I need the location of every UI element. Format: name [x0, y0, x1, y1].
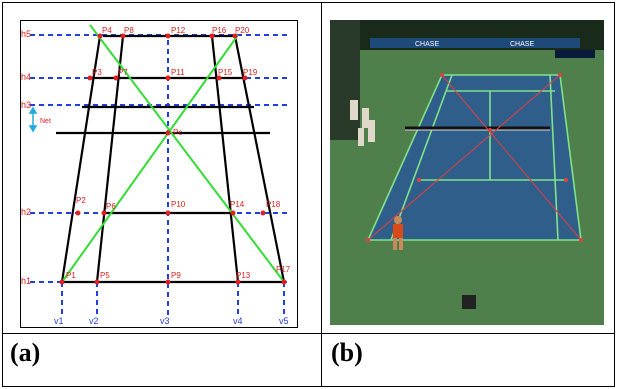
officials: [350, 100, 375, 146]
label-h3: h3: [21, 100, 31, 110]
point-markers: [59, 33, 287, 285]
left-doubles-sideline: [60, 35, 102, 283]
label-v2: v2: [89, 316, 99, 326]
label-v4: v4: [233, 316, 243, 326]
label-p19: P19: [243, 68, 258, 77]
label-p13: P13: [236, 271, 251, 280]
label-pc: Pc: [173, 128, 182, 137]
court-surface: [368, 75, 581, 240]
projected-points: [366, 73, 583, 242]
banner-text-1: CHASE: [415, 41, 439, 48]
label-p11: P11: [171, 68, 185, 77]
caption-a: (a): [10, 338, 41, 367]
point-labels: P1 P2 P3 P4 P5 P6 P7 P8 P9 P10 P11 P12 P…: [66, 26, 291, 280]
label-h5: h5: [21, 29, 31, 39]
vertical-guides: [61, 40, 285, 315]
label-p16: P16: [212, 26, 227, 35]
label-h4: h4: [21, 72, 31, 82]
label-v5: v5: [279, 316, 289, 326]
label-p20: P20: [235, 26, 250, 35]
label-p8: P8: [124, 26, 134, 35]
diagonal-right-to-left: [61, 34, 239, 283]
diagonal-left-to-right: [89, 24, 285, 283]
projected-diagonals: [367, 74, 582, 241]
left-singles-sideline: [95, 35, 125, 283]
label-p3: P3: [92, 68, 102, 77]
label-p7: P7: [118, 68, 128, 77]
player: [393, 216, 403, 250]
camera-equipment: [462, 295, 476, 309]
label-p6: P6: [106, 202, 116, 211]
banner-text-2: CHASE: [510, 41, 534, 48]
label-p10: P10: [171, 200, 186, 209]
label-h2: h2: [21, 207, 31, 217]
score-overlay: [555, 50, 595, 58]
sponsor-banner: [370, 38, 580, 48]
label-p18: P18: [266, 200, 281, 209]
court-model-diagram: h5 h4 h3 h2 h1 Net v1 v2 v3 v4 v5 P1 P2 …: [19, 19, 299, 329]
label-p1: P1: [66, 271, 76, 280]
label-p15: P15: [218, 68, 233, 77]
label-v3: v3: [160, 316, 170, 326]
label-p5: P5: [100, 271, 110, 280]
row-labels: h5 h4 h3 h2 h1: [21, 29, 31, 286]
panel-divider: [321, 2, 322, 387]
label-v1: v1: [54, 316, 64, 326]
label-p4: P4: [102, 26, 112, 35]
label-h1: h1: [21, 276, 31, 286]
label-p17: P17: [276, 265, 291, 274]
caption-divider: [2, 333, 615, 334]
diagonals: [61, 24, 285, 283]
net-label: Net: [40, 118, 51, 125]
caption-b: (b): [331, 338, 363, 367]
left-stands: [330, 20, 360, 140]
column-labels: v1 v2 v3 v4 v5: [54, 316, 289, 326]
label-p9: P9: [171, 271, 181, 280]
tennis-broadcast-image: CHASE CHASE: [330, 20, 604, 325]
right-singles-sideline: [210, 35, 240, 283]
label-p2: P2: [76, 196, 86, 205]
label-p14: P14: [230, 200, 245, 209]
label-p12: P12: [171, 26, 186, 35]
net-height-arrow: [28, 106, 38, 133]
